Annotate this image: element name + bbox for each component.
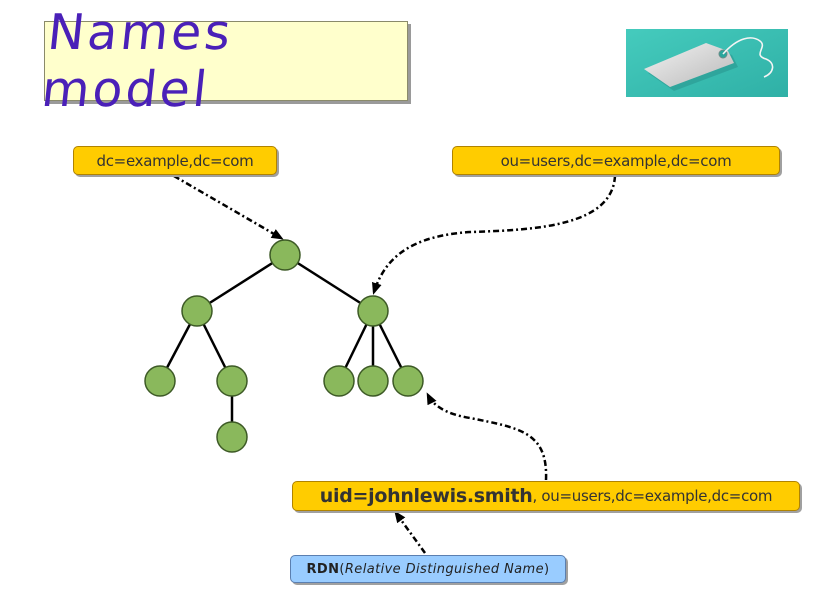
tree-node-ou-users	[357, 295, 389, 327]
tree-node-uid	[392, 365, 424, 397]
tree-node	[216, 421, 248, 453]
uid-dn-label: uid=johnlewis.smith, ou=users,dc=example…	[292, 481, 800, 511]
rdn-close-paren: )	[544, 561, 550, 577]
arrow-ou	[372, 175, 617, 295]
tree-node	[216, 365, 248, 397]
tree-edges	[158, 253, 410, 437]
tree-node-root	[269, 239, 301, 271]
uid-parent-text: , ou=users,dc=example,dc=com	[532, 487, 773, 505]
title-box: Names model	[39, 4, 408, 118]
rdn-label: RDN (Relative Distinguished Name)	[290, 555, 566, 583]
rdn-open-paren: (	[339, 561, 345, 577]
tree-node	[357, 365, 389, 397]
root-dn-label: dc=example,dc=com	[73, 146, 277, 175]
arrow-uid	[426, 392, 548, 481]
dn-arrows	[173, 174, 617, 554]
price-tag-image	[626, 29, 788, 97]
tree-node	[181, 295, 213, 327]
tree-nodes	[144, 239, 424, 453]
ou-dn-label: ou=users,dc=example,dc=com	[452, 146, 780, 175]
edge	[284, 253, 374, 313]
tree-node	[144, 365, 176, 397]
rdn-full-name: Relative Distinguished Name	[344, 561, 545, 577]
arrow-rdn	[394, 510, 427, 554]
rdn-abbrev: RDN	[306, 561, 340, 577]
arrow-root	[173, 174, 284, 240]
uid-rdn-text: uid=johnlewis.smith	[319, 485, 533, 507]
tree-node	[323, 365, 355, 397]
edge	[196, 253, 286, 313]
